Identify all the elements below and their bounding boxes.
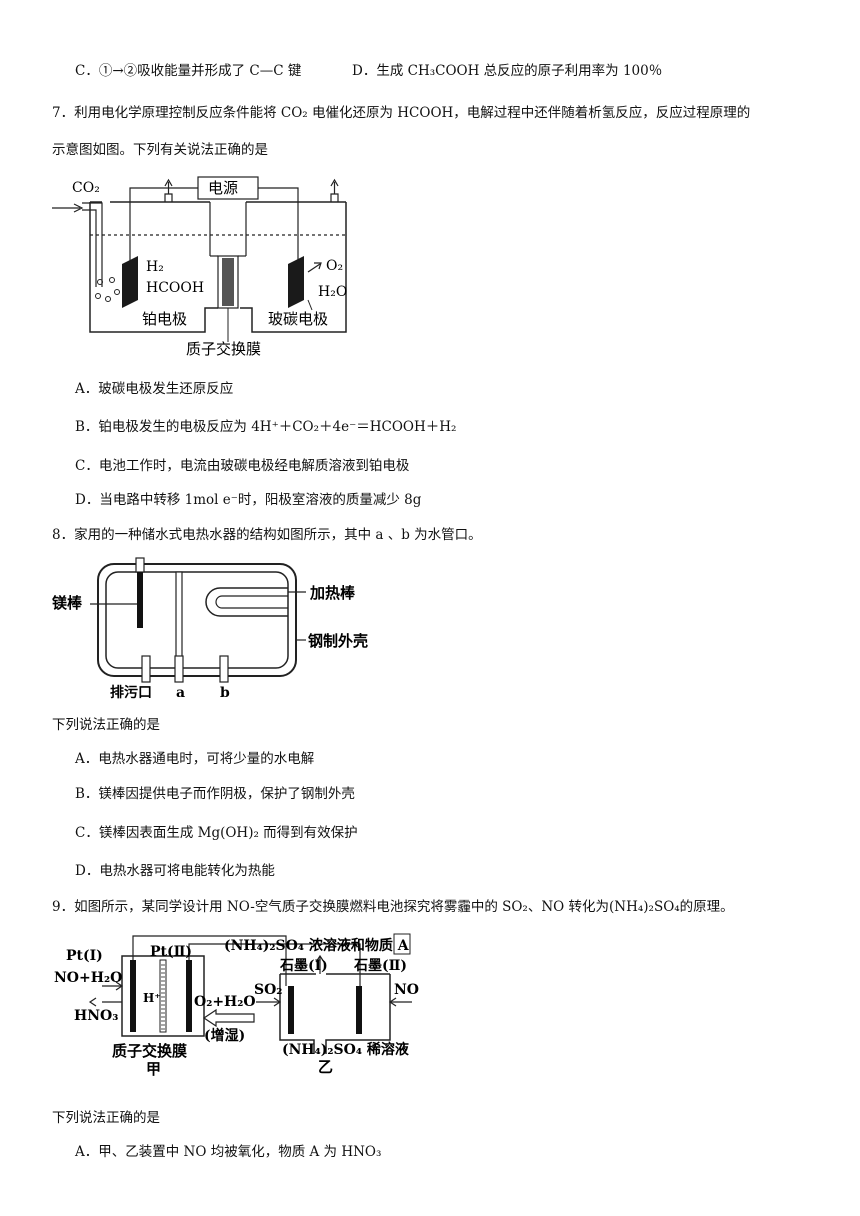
q8-option-d: D．电热水器可将电能转化为热能 [75,863,275,879]
q9-jia-label: 甲 [146,1060,161,1078]
q7-h2-label: H₂ [146,259,164,275]
q8-a-label: a [176,685,185,700]
q7-electrolysis-diagram: CO₂ 电源 H₂ HCOOH 铂电极 O₂ H₂O 玻碳电极 质子交换膜 [52,176,347,358]
q9-no-label: NO [394,982,419,998]
q9-ask: 下列说法正确的是 [52,1110,160,1126]
q8-drain-label: 排污口 [110,684,152,700]
q8-shell-label: 钢制外壳 [308,632,368,650]
q7-option-b: B．铂电极发生的电极反应为 4H⁺＋CO₂＋4e⁻＝HCOOH＋H₂ [75,419,457,435]
q8-option-c: C．镁棒因表面生成 Mg(OH)₂ 而得到有效保护 [75,825,358,841]
q9-o2-h2o-label: O₂+H₂O [194,994,256,1010]
q8-option-a: A．电热水器通电时，可将少量的水电解 [75,751,315,767]
q8-water-heater-diagram: 镁棒 加热棒 钢制外壳 排污口 a b [52,557,368,700]
q9-stem: 9．如图所示，某同学设计用 NO-空气质子交换膜燃料电池探究将雾霾中的 SO₂、… [52,899,734,915]
q7-h2o-label: H₂O [318,284,347,300]
q8-heater-label: 加热棒 [309,584,356,602]
q7-power-label: 电源 [208,179,238,197]
q7-hcooh-label: HCOOH [146,280,204,296]
q7-gc-electrode-label: 玻碳电极 [268,310,328,328]
q7-stem-line1: 7．利用电化学原理控制反应条件能将 CO₂ 电催化还原为 HCOOH，电解过程中… [52,105,751,121]
q9-graphite2-label: 石墨(Ⅱ) [353,958,407,974]
q9-hplus-label: H⁺ [143,991,161,1005]
q9-humid-label: (增湿) [204,1027,245,1044]
q9-pt2-label: Pt(Ⅱ) [150,944,192,960]
q7-stem-line2: 示意图如图。下列有关说法正确的是 [52,142,268,158]
q8-ask: 下列说法正确的是 [52,717,160,733]
q7-membrane-label: 质子交换膜 [186,340,261,358]
q9-fuel-cell-diagram: H⁺ Pt(Ⅰ) Pt(Ⅱ) NO+H₂O HNO₃ O₂+H₂O (增湿) 质… [54,933,419,1078]
q9-pt1-label: Pt(Ⅰ) [66,948,103,964]
q9-dilute-label: (NH₄)₂SO₄ 稀溶液 [282,1041,410,1058]
q7-pt-electrode-label: 铂电极 [142,310,187,328]
q8-stem: 8．家用的一种储水式电热水器的结构如图所示，其中 a 、b 为水管口。 [52,527,482,543]
q9-no-h2o-label: NO+H₂O [54,970,122,986]
q8-option-b: B．镁棒因提供电子而作阴极，保护了钢制外壳 [75,786,355,802]
q9-top-label: (NH₄)₂SO₄ 浓溶液和物质 A [224,937,410,954]
q7-option-d: D．当电路中转移 1mol e⁻时，阳极室溶液的质量减少 8g [75,492,422,508]
q8-b-label: b [220,685,230,700]
q9-graphite1-label: 石墨(Ⅰ) [279,958,328,974]
q7-option-c: C．电池工作时，电流由玻碳电极经电解质溶液到铂电极 [75,458,410,474]
q9-membrane-label: 质子交换膜 [112,1042,187,1060]
q9-so2-label: SO₂ [254,982,282,998]
q6-option-c: C．①→②吸收能量并形成了 C—C 键 [75,63,302,79]
q7-option-a: A．玻碳电极发生还原反应 [75,381,234,397]
q6-option-d: D．生成 CH₃COOH 总反应的原子利用率为 100％ [352,63,663,79]
q8-mg-rod-label: 镁棒 [52,594,83,612]
q7-co2-label: CO₂ [72,180,100,196]
q7-o2-label: O₂ [326,258,343,274]
q9-hno3-label: HNO₃ [74,1008,118,1024]
q9-option-a: A．甲、乙装置中 NO 均被氧化，物质 A 为 HNO₃ [75,1144,382,1160]
q9-yi-label: 乙 [318,1058,333,1076]
